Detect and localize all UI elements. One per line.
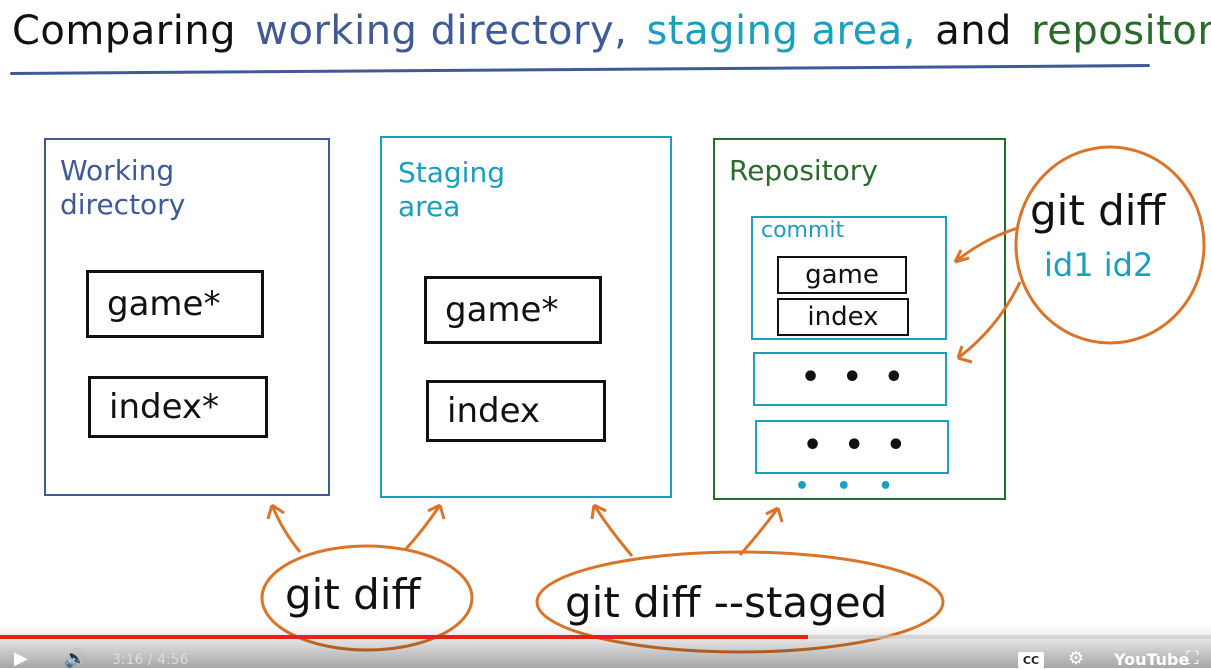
title-staging-area: staging area, xyxy=(646,8,916,54)
commit-box-3: • • • xyxy=(755,420,949,474)
play-icon[interactable]: ▶ xyxy=(14,648,28,669)
commit-box-2: • • • xyxy=(753,352,947,406)
callout-git-diff-text: git diff xyxy=(285,570,421,619)
captions-icon[interactable]: CC xyxy=(1018,652,1044,668)
working-file-index: index* xyxy=(88,376,268,438)
callout-ellipse-ids xyxy=(1014,145,1206,345)
arrow-head-staging-1 xyxy=(427,503,446,520)
arrow-head-commit-1 xyxy=(953,249,970,264)
staging-label-line2: area xyxy=(398,190,461,223)
working-label-line2: directory xyxy=(60,188,186,221)
commit-file-game: game xyxy=(777,256,907,294)
more-commits-dots: • • • xyxy=(795,474,903,499)
callout-ellipse-git-diff xyxy=(260,544,474,652)
staging-label-line1: Staging xyxy=(398,156,505,189)
commit-ellipsis-2: • • • xyxy=(801,360,910,395)
title-comparing: Comparing xyxy=(12,8,237,54)
commit-box: commit game index xyxy=(751,216,947,340)
working-file-game: game* xyxy=(86,270,264,338)
arrow-head-working xyxy=(266,503,285,520)
working-directory-label: Working directory xyxy=(60,154,185,222)
arrow-to-commit-1 xyxy=(954,226,1019,264)
commit-file-index: index xyxy=(777,298,909,336)
title-repository: repository xyxy=(1031,8,1211,54)
title-working-directory: working directory, xyxy=(255,8,628,54)
callout-git-diff-ids-text: git diff xyxy=(1030,186,1166,235)
working-label-line1: Working xyxy=(60,154,175,187)
arrow-to-staging-1 xyxy=(403,504,442,552)
settings-gear-icon[interactable]: ⚙ xyxy=(1068,648,1085,669)
player-controls-bar xyxy=(0,626,1211,668)
working-directory-panel: Working directory game* index* xyxy=(44,138,330,496)
progress-bar-played xyxy=(0,635,808,639)
commit-label: commit xyxy=(761,218,845,243)
staging-area-panel: Staging area game* index xyxy=(380,136,672,498)
staging-area-label: Staging area xyxy=(398,156,505,224)
commit-ellipsis-3: • • • xyxy=(803,428,912,463)
arrow-to-working xyxy=(270,504,302,553)
arrow-to-commit-2 xyxy=(957,281,1022,360)
volume-icon[interactable]: 🔊 xyxy=(64,648,87,669)
staging-file-index: index xyxy=(426,380,606,442)
progress-bar[interactable] xyxy=(0,635,1211,639)
time-display: 3:16 / 4:56 xyxy=(112,652,189,668)
callout-ellipse-git-diff-staged xyxy=(535,550,945,654)
arrow-head-repository xyxy=(765,506,784,523)
callout-ids-text: id1 id2 xyxy=(1044,246,1154,284)
title-and: and xyxy=(935,8,1012,54)
slide-title: Comparing working directory, staging are… xyxy=(12,8,1211,54)
arrow-head-staging-2 xyxy=(590,503,607,520)
arrow-to-repository xyxy=(738,507,780,556)
arrow-head-commit-2 xyxy=(956,345,973,364)
fullscreen-icon[interactable]: ⛶ xyxy=(1186,648,1199,669)
arrow-to-staging-2 xyxy=(592,504,634,557)
repository-panel: Repository commit game index • • • • • •… xyxy=(713,138,1006,500)
callout-git-diff-staged-text: git diff --staged xyxy=(565,578,888,627)
staging-file-game: game* xyxy=(424,276,602,344)
repository-label: Repository xyxy=(729,154,878,187)
youtube-logo[interactable]: YouTube xyxy=(1114,650,1190,669)
